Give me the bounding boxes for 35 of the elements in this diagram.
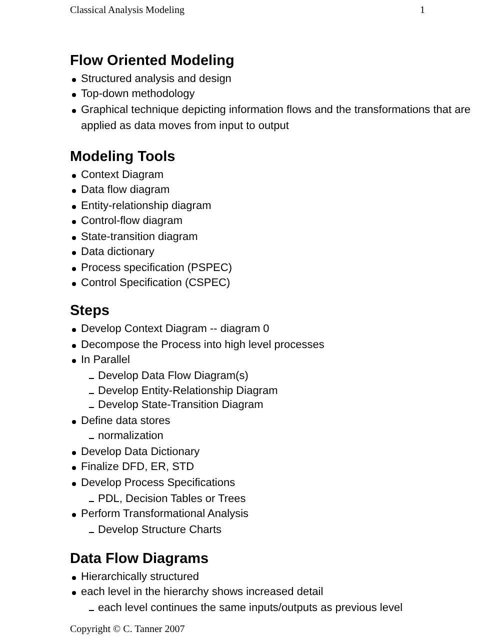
bullet-item: Control-flow diagram	[81, 214, 184, 229]
bullet-item: Data flow diagram	[81, 183, 171, 198]
section-heading: Flow Oriented Modeling	[70, 54, 234, 70]
copyright-footer: Copyright © C. Tanner 2007	[70, 622, 185, 638]
bullet-item: Data dictionary	[81, 245, 156, 260]
sub-bullet-item: normalization	[98, 429, 164, 444]
bullet-item: Entity-relationship diagram	[81, 199, 212, 214]
bullet-item: Graphical technique depicting information flows and the transformations that are applied as data moves from input to output	[81, 103, 471, 134]
page-number: 1	[420, 4, 425, 18]
sub-bullet-item: PDL, Decision Tables or Trees	[98, 492, 247, 507]
bullet-item: In Parallel	[81, 353, 131, 368]
section-heading: Data Flow Diagrams	[70, 552, 209, 568]
bullet-item: Top-down methodology	[81, 87, 196, 102]
bullet-item: State-transition diagram	[81, 230, 199, 245]
sub-bullet-item: Develop Structure Charts	[98, 523, 222, 538]
bullet-item: Perform Transformational Analysis	[81, 507, 250, 522]
bullet-item: Define data stores	[81, 414, 172, 429]
sub-bullet-item: Develop State-Transition Diagram	[98, 398, 264, 413]
sub-bullet-item: Develop Data Flow Diagram(s)	[98, 369, 250, 384]
bullet-item: Develop Context Diagram -- diagram 0	[81, 322, 270, 337]
bullet-item: Process specification (PSPEC)	[81, 261, 233, 276]
bullet-item: each level in the hierarchy shows increased detail	[81, 585, 324, 600]
section-heading: Modeling Tools	[70, 150, 176, 166]
bullet-item: Hierarchically structured	[81, 570, 200, 585]
bullet-item: Finalize DFD, ER, STD	[81, 460, 196, 475]
sub-bullet-item: each level continues the same inputs/outputs as previous level	[98, 601, 404, 616]
bullet-item: Context Diagram	[81, 168, 165, 183]
running-header: Classical Analysis Modeling	[70, 4, 184, 18]
section-heading: Steps	[70, 304, 110, 320]
bullet-item: Control Specification (CSPEC)	[81, 276, 232, 291]
bullet-item: Structured analysis and design	[81, 72, 232, 87]
bullet-item: Decompose the Process into high level processes	[81, 338, 326, 353]
bullet-item: Develop Process Specifications	[81, 476, 236, 491]
sub-bullet-item: Develop Entity-Relationship Diagram	[98, 384, 279, 399]
bullet-item: Develop Data Dictionary	[81, 445, 201, 460]
